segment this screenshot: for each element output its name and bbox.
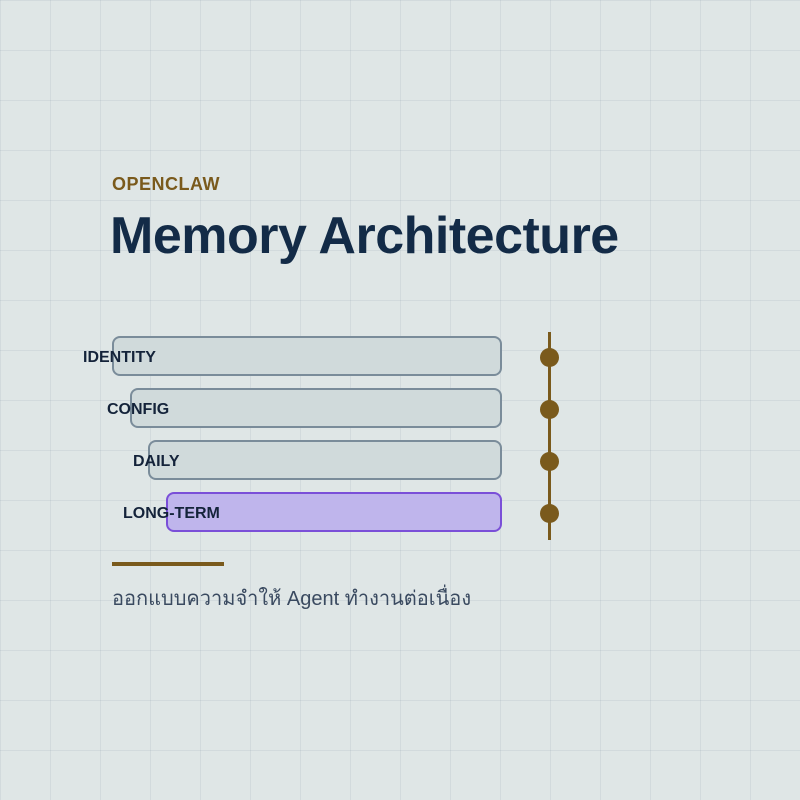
timeline-axis [548, 332, 551, 540]
layer-config-label: CONFIG [107, 401, 170, 418]
layer-identity-label: IDENTITY [83, 349, 156, 366]
layer-long-term [166, 492, 502, 532]
caption: ออกแบบความจำให้ Agent ทำงานต่อเนื่อง [112, 588, 472, 610]
timeline-dot-config [540, 400, 559, 419]
eyebrow-label: OPENCLAW [112, 174, 221, 194]
layer-config [130, 388, 502, 428]
layer-daily-label: DAILY [133, 453, 180, 470]
page-title: Memory Architecture [110, 207, 619, 265]
layer-daily [148, 440, 502, 480]
layer-long-term-label: LONG-TERM [123, 505, 220, 522]
timeline-dot-identity [540, 348, 559, 367]
timeline-dot-daily [540, 452, 559, 471]
layer-identity [112, 336, 502, 376]
accent-rule [112, 562, 224, 566]
timeline-dot-long-term [540, 504, 559, 523]
